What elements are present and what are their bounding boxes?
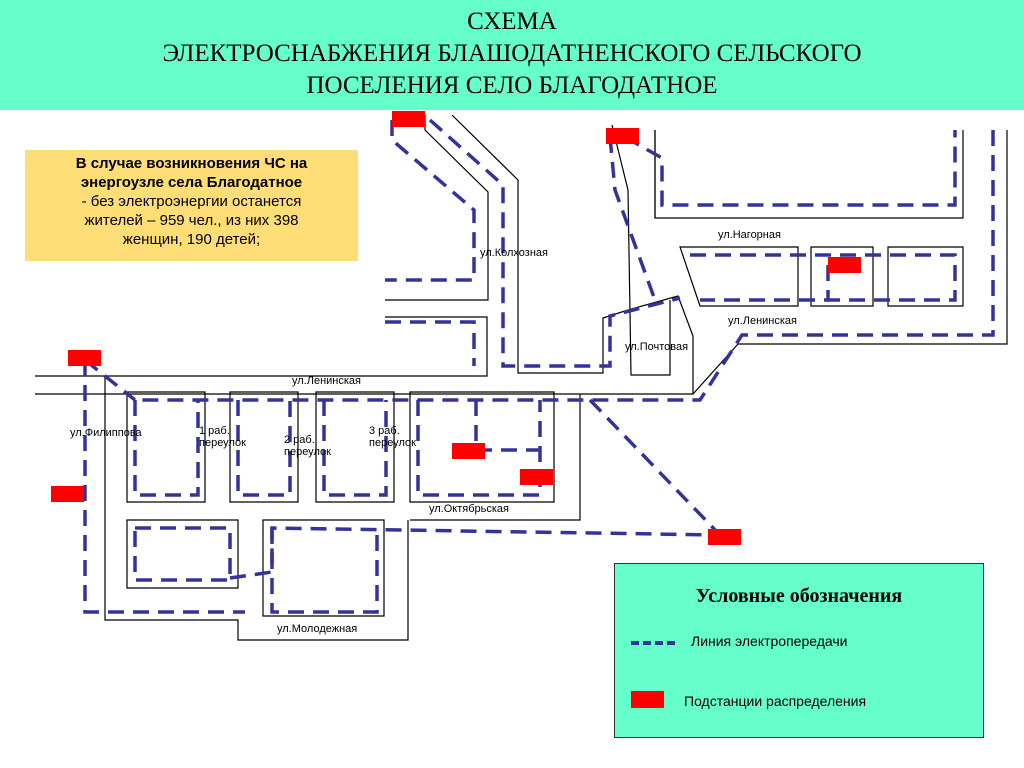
label-lane-2b: переулок <box>284 446 331 458</box>
label-pochtovaya: ул.Почтовая <box>625 341 688 353</box>
nagornaya-block-2 <box>810 246 874 307</box>
substation-legend-label: Подстанции распределения <box>684 693 867 709</box>
legend: Условные обозначения Линия электропереда… <box>614 563 984 738</box>
block-lane-3 <box>409 391 555 503</box>
substation-kolkhoznaya <box>392 111 425 127</box>
power-line-east <box>135 130 995 402</box>
power-line-nagornaya-top <box>624 130 957 207</box>
substation-pochtovaya <box>606 128 639 144</box>
substation-nagornaya <box>828 257 861 273</box>
substation-oktyabrskaya <box>708 529 741 545</box>
block-lane-2 <box>315 391 395 503</box>
label-lane-3b: переулок <box>369 437 416 449</box>
info-line-5: женщин, 190 детей; <box>122 231 261 248</box>
title-line-3: ПОСЕЛЕНИЯ СЕЛО БЛАГОДАТНОЕ <box>306 72 718 99</box>
power-line-pochtovaya <box>608 136 657 301</box>
label-leninskaya-main: ул.Ленинская <box>292 375 361 387</box>
block-lower-left <box>126 519 239 589</box>
power-line-center-vertical <box>474 400 540 452</box>
power-line-diagonal-east <box>588 398 722 537</box>
power-line-kolkhoznaya-east <box>428 118 681 368</box>
substation-west <box>51 486 84 502</box>
substation-legend-icon <box>631 691 664 708</box>
power-line-oktyabrskaya <box>133 526 232 582</box>
power-line-filippova <box>83 360 245 614</box>
streets <box>35 114 1008 641</box>
power-line-kolkhoznaya-lower <box>385 320 476 366</box>
info-line-4: жителей – 959 чел., из них 398 <box>84 212 299 229</box>
power-lines <box>83 118 995 614</box>
label-molodezhnaya: ул.Молодежная <box>277 623 357 635</box>
label-nagornaya: ул.Нагорная <box>718 229 781 241</box>
power-line-nagornaya <box>690 253 957 302</box>
nagornaya-block-1 <box>679 246 799 307</box>
power-line-filippova-block <box>133 400 200 497</box>
power-line-molodezhnaya-block <box>270 528 379 614</box>
info-line-3: - без электроэнергии останется <box>81 193 302 210</box>
label-lane-1a: 1 раб. <box>199 425 230 437</box>
power-line-diagonal-west <box>83 358 137 402</box>
street-leninskaya-right <box>692 130 1008 395</box>
block-lane-1 <box>229 391 299 503</box>
diagram-title: СХЕМА ЭЛЕКТРОСНАБЖЕНИЯ БЛАШОДАТНЕНСКОГО … <box>0 0 1024 110</box>
title-line-2: ЭЛЕКТРОСНАБЖЕНИЯ БЛАШОДАТНЕНСКОГО СЕЛЬСК… <box>162 40 862 67</box>
label-leninskaya-right: ул.Ленинская <box>728 315 797 327</box>
street-pochtovaya <box>611 124 671 376</box>
substation-center <box>452 443 485 459</box>
substation-filippova <box>68 350 101 366</box>
info-line-1: В случае возникновения ЧС на <box>75 155 308 172</box>
legend-title: Условные обозначения <box>695 585 903 607</box>
substation-lane-3 <box>520 469 553 485</box>
power-line-lower-feeder <box>229 526 721 580</box>
label-lane-1b: переулок <box>199 437 246 449</box>
substations <box>51 111 861 545</box>
power-line-legend-label: Линия электропередачи <box>691 633 848 649</box>
power-line-lane-3 <box>416 400 542 497</box>
info-line-2: энергоузле села Благодатное <box>80 174 303 191</box>
title-line-1: СХЕМА <box>467 8 557 35</box>
block-filippova <box>126 391 206 503</box>
power-line-legend-icon <box>631 641 675 645</box>
street-molodezhnaya <box>104 376 409 641</box>
label-lane-3a: 3 раб. <box>369 425 400 437</box>
nagornaya-block-3 <box>887 246 964 307</box>
emergency-info-box: В случае возникновения ЧС на энергоузле … <box>25 150 358 261</box>
street-kolkhoznaya-lower <box>35 316 488 377</box>
block-lower-mid <box>262 519 385 617</box>
power-line-lane-2 <box>322 400 388 497</box>
label-filippova: ул.Филиппова <box>70 427 143 439</box>
street-kolkhoznaya-east <box>451 114 694 395</box>
street-oktyabrskaya <box>410 394 581 521</box>
label-kolkhoznaya: ул.Колхозная <box>480 247 548 259</box>
label-lane-2a: 2 раб. <box>284 434 315 446</box>
street-labels: ул.Колхозная ул.Нагорная ул.Ленинская ул… <box>70 229 797 635</box>
label-oktyabrskaya: ул.Октябрьская <box>429 503 509 515</box>
power-line-kolkhoznaya <box>385 120 476 282</box>
